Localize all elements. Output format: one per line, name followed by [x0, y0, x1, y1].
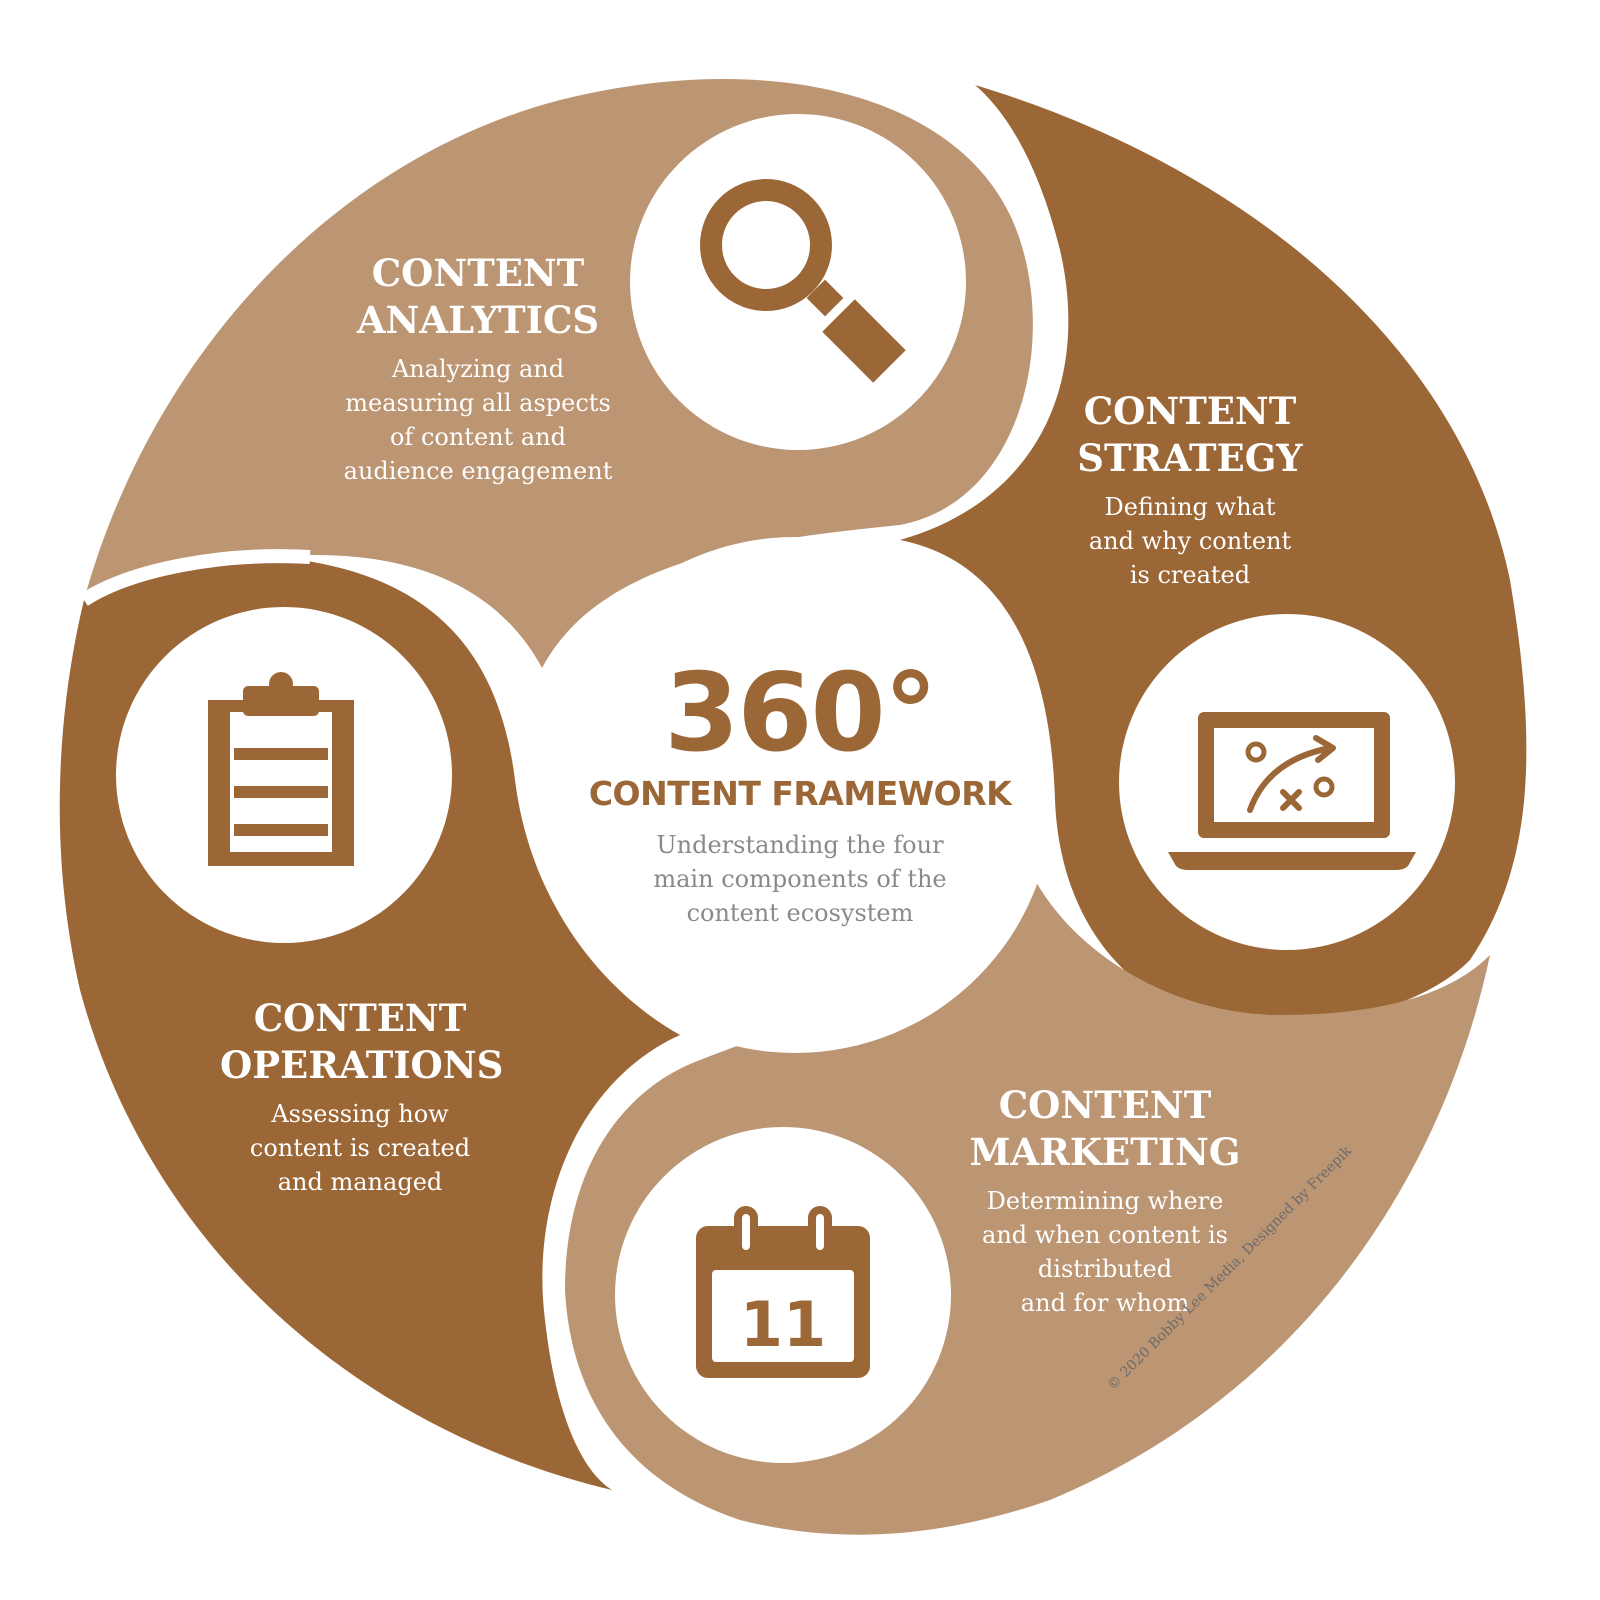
center-disc	[537, 537, 1053, 1053]
segment-title-marketing: CONTENT MARKETING	[969, 1083, 1241, 1174]
clipboard-icon	[208, 672, 354, 866]
label-strategy: CONTENT STRATEGY Defining what and why c…	[1060, 388, 1320, 592]
calendar-day-number: 11	[740, 1288, 826, 1361]
label-marketing: CONTENT MARKETING Determining where and …	[955, 1082, 1255, 1320]
segment-desc-analytics: Analyzing and measuring all aspects of c…	[343, 355, 613, 485]
segment-desc-marketing: Determining where and when content is di…	[982, 1187, 1228, 1317]
segment-title-strategy: CONTENT STRATEGY	[1077, 389, 1303, 480]
center-description: Understanding the four main components o…	[653, 831, 947, 927]
segment-desc-operations: Assessing how content is created and man…	[249, 1100, 471, 1196]
center-number: 360°	[664, 651, 937, 776]
label-operations: CONTENT OPERATIONS Assessing how content…	[220, 995, 504, 1199]
seam	[80, 549, 311, 606]
center-block: 360° CONTENT FRAMEWORK Understanding the…	[540, 660, 1060, 930]
segment-desc-strategy: Defining what and why content is created	[1088, 493, 1292, 589]
calendar-icon: 11	[696, 1206, 870, 1378]
laptop-strategy-icon	[1168, 712, 1416, 870]
magnifier-icon	[700, 179, 906, 383]
segment-title-analytics: CONTENT ANALYTICS	[356, 251, 600, 342]
segment-title-operations: CONTENT OPERATIONS	[220, 996, 504, 1087]
label-analytics: CONTENT ANALYTICS Analyzing and measurin…	[318, 250, 638, 488]
center-title: CONTENT FRAMEWORK	[588, 774, 1012, 813]
